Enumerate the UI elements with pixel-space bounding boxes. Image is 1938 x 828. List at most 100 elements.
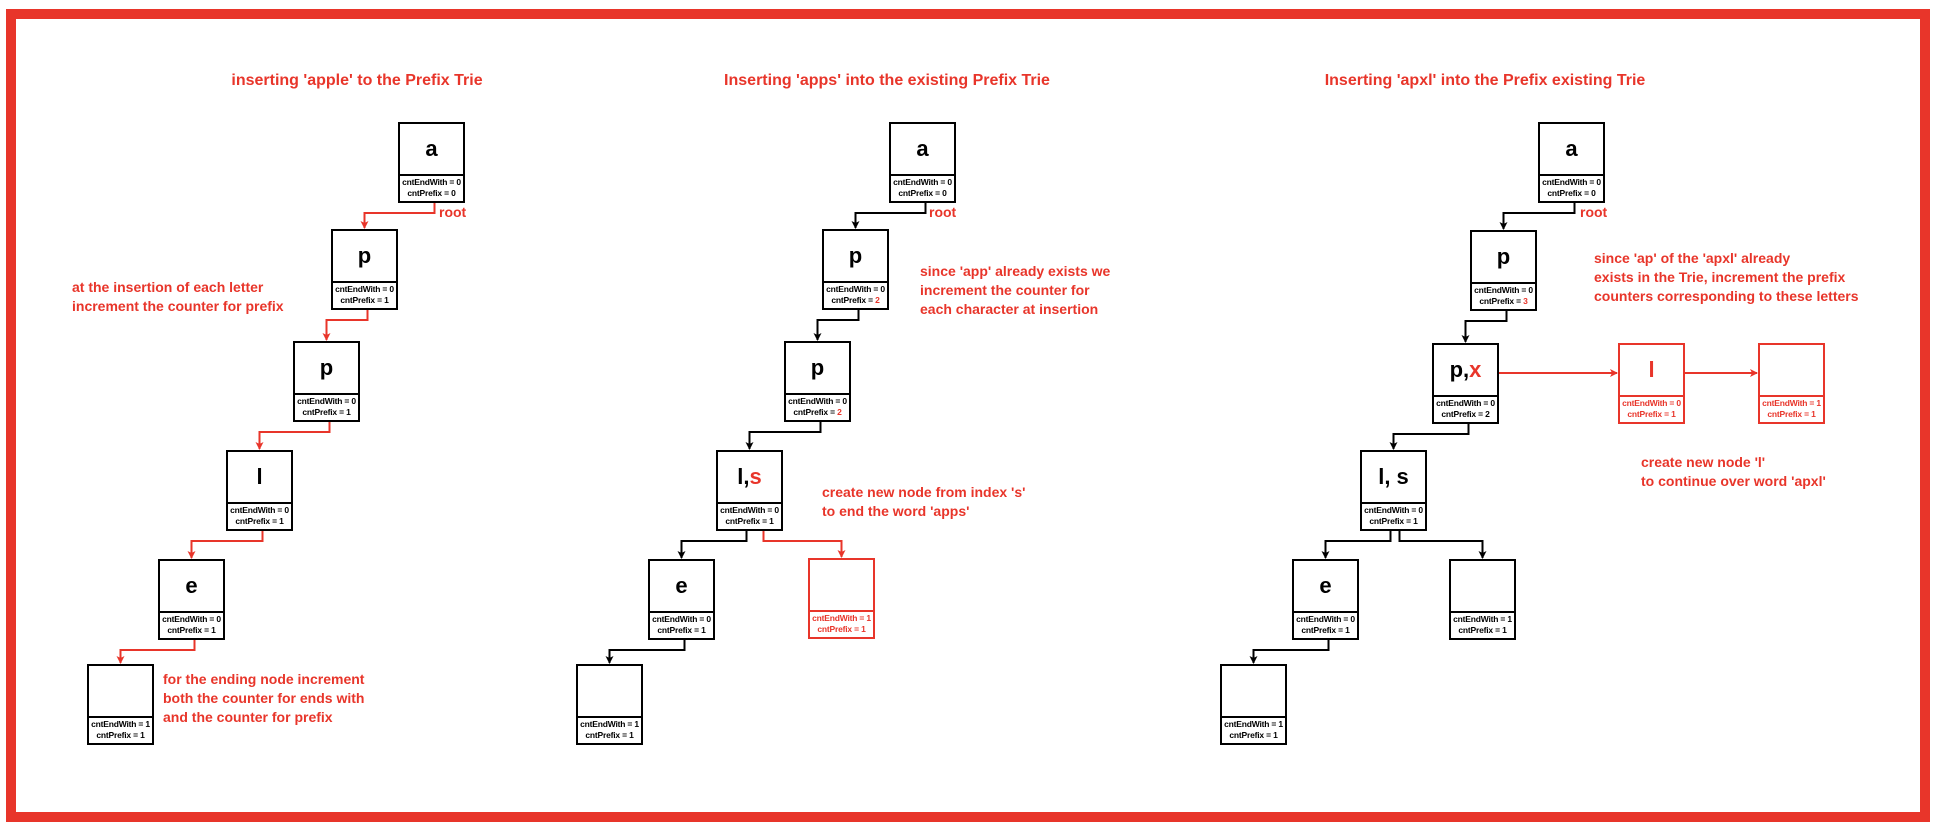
diagram-frame: [6, 9, 1930, 822]
annotation-ending-node: for the ending node increment both the c…: [163, 670, 364, 727]
diagram-3-title: Inserting 'apxl' into the Prefix existin…: [1324, 72, 1646, 89]
cnt-prefix-label: cntPrefix =: [817, 624, 862, 634]
annotation-line: since 'app' already exists we: [920, 263, 1111, 279]
cnt-prefix: cntPrefix = 1: [89, 730, 152, 741]
cnt-end-with: cntEndWith = 1: [580, 719, 639, 729]
cnt-prefix-label: cntPrefix =: [167, 625, 212, 635]
root-label: root: [1580, 204, 1608, 220]
cnt-prefix-label: cntPrefix =: [1301, 625, 1346, 635]
cnt-prefix-value: 1: [1502, 625, 1507, 635]
cnt-prefix-value: 0: [451, 188, 456, 198]
cnt-prefix: cntPrefix = 1: [1451, 625, 1514, 636]
node-new-char: x: [1469, 357, 1482, 382]
cnt-prefix: cntPrefix = 3: [1472, 296, 1535, 307]
annotation-line: exists in the Trie, increment the prefix: [1594, 269, 1846, 285]
cnt-prefix-value: 1: [769, 516, 774, 526]
cnt-prefix-label: cntPrefix =: [725, 516, 770, 526]
cnt-prefix-value: 1: [140, 730, 145, 740]
cnt-prefix-value: 1: [629, 730, 634, 740]
cnt-end-with: cntEndWith = 0: [893, 177, 952, 187]
cnt-end-with: cntEndWith = 0: [652, 614, 711, 624]
node-char: p: [1496, 244, 1511, 269]
node-letter: e: [650, 561, 713, 611]
node-letter: p: [786, 343, 849, 393]
cnt-prefix-value: 1: [701, 625, 706, 635]
node-letter: p: [333, 231, 396, 281]
cnt-prefix-value: 1: [346, 407, 351, 417]
cnt-prefix-value: 1: [861, 624, 866, 634]
node-char: e: [675, 573, 688, 598]
cnt-prefix: cntPrefix = 1: [295, 407, 358, 418]
cnt-prefix-label: cntPrefix =: [235, 516, 280, 526]
cnt-prefix: cntPrefix = 1: [228, 516, 291, 527]
cnt-prefix-value: 1: [279, 516, 284, 526]
cnt-prefix-value: 1: [1345, 625, 1350, 635]
cnt-end-with: cntEndWith = 0: [1622, 398, 1681, 408]
annotation-line: to continue over word 'apxl': [1641, 473, 1826, 489]
node-letter: [1222, 666, 1285, 716]
cnt-prefix: cntPrefix = 1: [650, 625, 713, 636]
cnt-prefix-label: cntPrefix =: [585, 730, 630, 740]
node-letter: p: [824, 231, 887, 281]
cnt-prefix: cntPrefix = 0: [1540, 188, 1603, 199]
annotation-line: increment the counter for: [920, 282, 1090, 298]
node-letter: a: [400, 124, 463, 174]
node-letter: [89, 666, 152, 716]
node-letter: l: [228, 452, 291, 502]
cnt-prefix-label: cntPrefix =: [302, 407, 347, 417]
node-char: p: [357, 243, 372, 268]
node-letter: l, s: [718, 452, 781, 502]
diagram-2-title: Inserting 'apps' into the existing Prefi…: [724, 72, 1050, 89]
cnt-prefix-value: 1: [1273, 730, 1278, 740]
node-letter: p: [295, 343, 358, 393]
cnt-prefix-label: cntPrefix =: [96, 730, 141, 740]
annotation-line: to end the word 'apps': [822, 503, 970, 519]
cnt-prefix: cntPrefix = 1: [1760, 409, 1823, 420]
cnt-prefix: cntPrefix = 1: [1620, 409, 1683, 420]
cnt-end-with: cntEndWith = 0: [1436, 398, 1495, 408]
node-char: l, s: [1378, 464, 1409, 489]
node-char: a: [425, 136, 438, 161]
annotation-new-node-l: create new node 'l' to continue over wor…: [1641, 453, 1826, 491]
cnt-prefix: cntPrefix = 1: [160, 625, 223, 636]
cnt-end-with: cntEndWith = 0: [1474, 285, 1533, 295]
node-letter: p: [1472, 232, 1535, 282]
annotation-prefix-increment: at the insertion of each letter incremen…: [72, 278, 284, 316]
node-char: e: [1319, 573, 1332, 598]
annotation-line: since 'ap' of the 'apxl' already: [1594, 250, 1791, 266]
node-char: a: [1565, 136, 1578, 161]
cnt-end-with: cntEndWith = 0: [402, 177, 461, 187]
annotation-line: at the insertion of each letter: [72, 279, 264, 295]
annotation-line: both the counter for ends with: [163, 690, 365, 706]
node-new-char: s: [749, 464, 762, 489]
cnt-prefix: cntPrefix = 0: [891, 188, 954, 199]
cnt-prefix: cntPrefix = 1: [718, 516, 781, 527]
annotation-line: and the counter for prefix: [163, 709, 333, 725]
cnt-end-with: cntEndWith = 0: [335, 284, 394, 294]
annotation-line: each character at insertion: [920, 301, 1099, 317]
cnt-prefix: cntPrefix = 2: [1434, 409, 1497, 420]
node-char: l,: [737, 464, 750, 489]
cnt-prefix-value: 2: [837, 407, 842, 417]
node-char: p: [810, 355, 825, 380]
cnt-end-with: cntEndWith = 1: [812, 613, 871, 623]
